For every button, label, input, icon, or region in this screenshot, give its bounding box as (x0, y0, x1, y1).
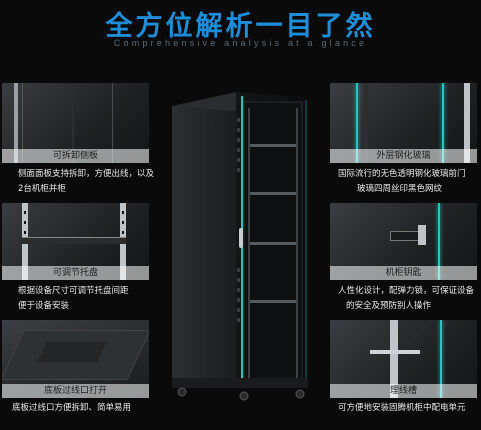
cabinet-key-caption: 机柜钥匙 (330, 266, 477, 280)
tempered-glass-desc-line-2: 玻璃四周丝印黑色网纹 (357, 184, 443, 194)
tray-desc-line-2: 便于设备安装 (18, 301, 70, 311)
cabinet-illustration (160, 88, 320, 403)
tempered-glass-caption: 外层钢化玻璃 (330, 149, 477, 163)
tempered-glass-desc-line-1: 国际流行的无色透明钢化玻璃前门 (338, 169, 466, 179)
cable-management-caption: 理线槽 (330, 384, 477, 398)
cable-management-image: 理线槽 (330, 320, 477, 398)
cable-entry-caption: 底板过线口打开 (2, 384, 149, 398)
tempered-glass-image: 外层钢化玻璃 (330, 83, 477, 163)
cable-entry-image: 底板过线口打开 (2, 320, 149, 398)
side-panel-desc-line-1: 侧面面板支持拆卸，方便出线，以及 (18, 169, 155, 179)
tray-caption: 可调节托盘 (2, 266, 149, 280)
side-panel-caption: 可拆卸侧板 (2, 149, 149, 163)
page-title: 全方位解析一目了然 (105, 11, 376, 42)
tray-image: 可调节托盘 (2, 203, 149, 280)
side-panel-image: 可拆卸侧板 (2, 83, 149, 163)
cabinet-key-desc-line-2: 的安全及预防别人操作 (346, 301, 432, 311)
cable-entry-desc-line-1: 底板过线口方便拆卸、简单易用 (12, 403, 132, 413)
cabinet-key-desc-line-1: 人性化设计，配弹力锁，可保证设备 (338, 286, 475, 296)
side-panel-desc-line-2: 2台机柜并柜 (18, 184, 66, 194)
cabinet-key-image: 机柜钥匙 (330, 203, 477, 280)
cable-management-desc-line-1: 可方便地安装固腾机柜中配电单元 (338, 403, 466, 413)
page-subtitle: Comprehensive analysis at a glance (113, 38, 368, 48)
tray-desc-line-1: 根据设备尺寸可调节托盘间距 (18, 286, 129, 296)
